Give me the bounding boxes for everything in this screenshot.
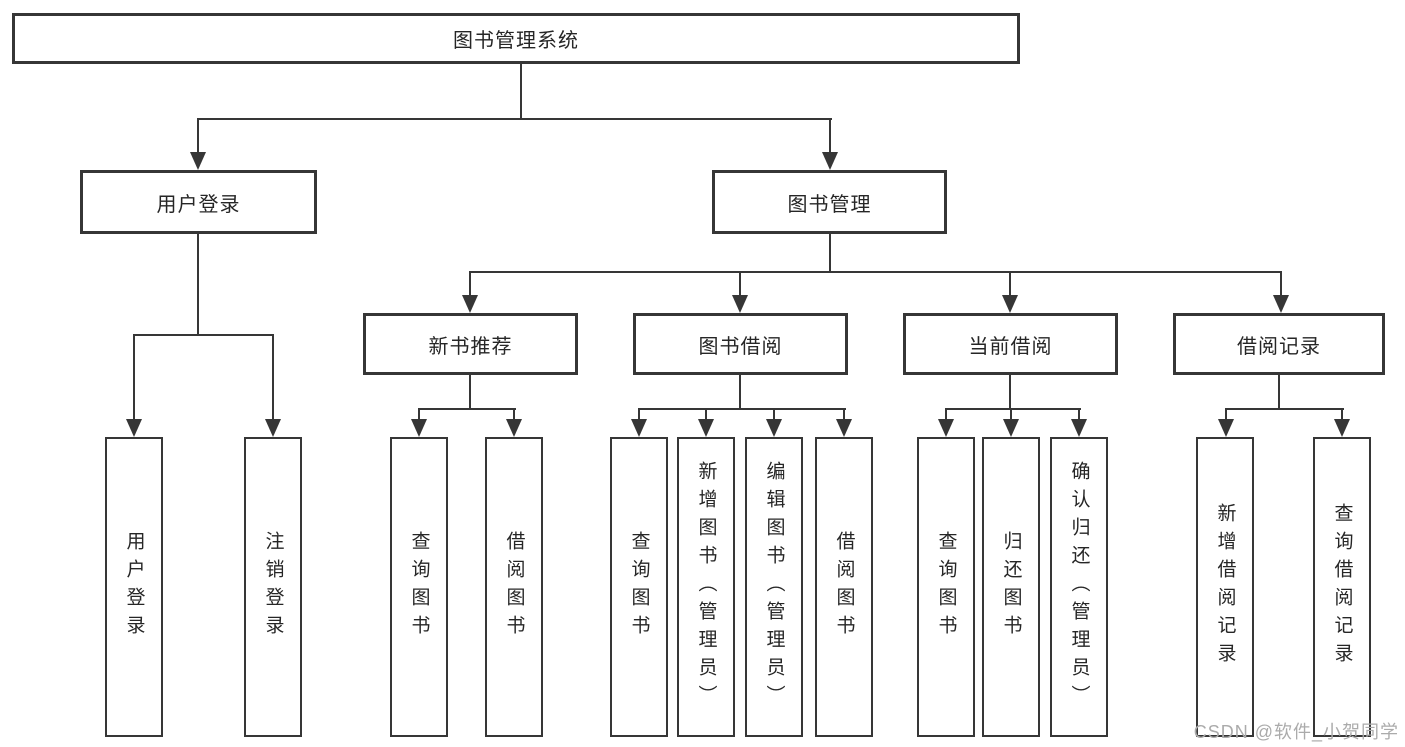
leaf-bb-add-books: 新增图书（管理员） xyxy=(677,437,735,737)
leaf-br-add-record-label: 新增借阅记录 xyxy=(1214,503,1236,671)
arrow-down-icon xyxy=(836,419,852,437)
connector-line xyxy=(418,410,420,421)
leaf-nb-borrow-books: 借阅图书 xyxy=(485,437,543,737)
leaf-logout: 注销登录 xyxy=(244,437,302,737)
arrow-down-icon xyxy=(462,295,478,313)
leaf-cb-return-books-label: 归还图书 xyxy=(1000,531,1022,643)
connector-line xyxy=(1078,410,1080,421)
arrow-down-icon xyxy=(265,419,281,437)
leaf-bb-query-books-label: 查询图书 xyxy=(628,531,650,643)
leaf-user-login: 用户登录 xyxy=(105,437,163,737)
arrow-down-icon xyxy=(506,419,522,437)
connector-line xyxy=(520,64,522,120)
connector-line xyxy=(418,408,516,410)
leaf-nb-query-books-label: 查询图书 xyxy=(408,531,430,643)
leaf-cb-confirm-return-label: 确认归还（管理员） xyxy=(1068,461,1090,713)
node-current-borrow-label: 当前借阅 xyxy=(968,335,1053,358)
connector-line xyxy=(739,273,741,297)
arrow-down-icon xyxy=(631,419,647,437)
node-borrow-records-label: 借阅记录 xyxy=(1237,335,1321,358)
connector-line xyxy=(133,334,274,336)
arrow-down-icon xyxy=(732,295,748,313)
leaf-cb-query-books-label: 查询图书 xyxy=(935,531,957,643)
leaf-cb-return-books: 归还图书 xyxy=(982,437,1040,737)
connector-line xyxy=(638,408,846,410)
leaf-bb-borrow-books: 借阅图书 xyxy=(815,437,873,737)
connector-line xyxy=(272,336,274,420)
node-book-management-label: 图书管理 xyxy=(787,193,872,216)
csdn-watermark: CSDN @软件_小贺同学 xyxy=(1193,722,1399,742)
leaf-br-query-record: 查询借阅记录 xyxy=(1313,437,1371,737)
connector-line xyxy=(829,120,831,154)
connector-line xyxy=(133,336,135,420)
node-root-label: 图书管理系统 xyxy=(453,30,579,52)
connector-line xyxy=(945,410,947,421)
leaf-bb-add-books-label: 新增图书（管理员） xyxy=(695,461,717,713)
connector-line xyxy=(638,410,640,421)
arrow-down-icon xyxy=(1071,419,1087,437)
connector-line xyxy=(1010,410,1012,421)
connector-line xyxy=(1225,410,1227,421)
connector-line xyxy=(469,271,1282,273)
node-new-book-recommend: 新书推荐 xyxy=(363,313,578,375)
arrow-down-icon xyxy=(822,152,838,170)
leaf-nb-query-books: 查询图书 xyxy=(390,437,448,737)
arrow-down-icon xyxy=(126,419,142,437)
leaf-br-add-record: 新增借阅记录 xyxy=(1196,437,1254,737)
connector-line xyxy=(829,234,831,273)
connector-line xyxy=(1225,408,1344,410)
node-user-login-label: 用户登录 xyxy=(156,193,241,216)
node-new-book-recommend-label: 新书推荐 xyxy=(428,335,513,358)
arrow-down-icon xyxy=(1218,419,1234,437)
node-book-borrow-label: 图书借阅 xyxy=(698,335,783,358)
connector-line xyxy=(513,410,515,421)
connector-line xyxy=(843,410,845,421)
arrow-down-icon xyxy=(190,152,206,170)
connector-line xyxy=(1280,273,1282,297)
leaf-nb-borrow-books-label: 借阅图书 xyxy=(503,531,525,643)
connector-line xyxy=(197,120,199,154)
leaf-cb-query-books: 查询图书 xyxy=(917,437,975,737)
connector-line xyxy=(945,408,1081,410)
connector-line xyxy=(197,118,832,120)
connector-line xyxy=(469,375,471,410)
node-current-borrow: 当前借阅 xyxy=(903,313,1118,375)
arrow-down-icon xyxy=(1273,295,1289,313)
arrow-down-icon xyxy=(1003,419,1019,437)
connector-line xyxy=(197,234,199,336)
connector-line xyxy=(1009,273,1011,297)
arrow-down-icon xyxy=(1334,419,1350,437)
node-book-management: 图书管理 xyxy=(712,170,947,234)
leaf-user-login-label: 用户登录 xyxy=(123,531,145,643)
leaf-bb-edit-books-label: 编辑图书（管理员） xyxy=(763,461,785,713)
node-book-borrow: 图书借阅 xyxy=(633,313,848,375)
leaf-bb-edit-books: 编辑图书（管理员） xyxy=(745,437,803,737)
connector-line xyxy=(773,410,775,421)
connector-line xyxy=(1009,375,1011,410)
connector-line xyxy=(469,273,471,297)
leaf-bb-borrow-books-label: 借阅图书 xyxy=(833,531,855,643)
connector-line xyxy=(739,375,741,410)
arrow-down-icon xyxy=(766,419,782,437)
node-user-login: 用户登录 xyxy=(80,170,317,234)
arrow-down-icon xyxy=(698,419,714,437)
arrow-down-icon xyxy=(938,419,954,437)
node-borrow-records: 借阅记录 xyxy=(1173,313,1385,375)
leaf-cb-confirm-return: 确认归还（管理员） xyxy=(1050,437,1108,737)
connector-line xyxy=(1278,375,1280,410)
arrow-down-icon xyxy=(411,419,427,437)
arrow-down-icon xyxy=(1002,295,1018,313)
leaf-bb-query-books: 查询图书 xyxy=(610,437,668,737)
connector-line xyxy=(705,410,707,421)
connector-line xyxy=(1341,410,1343,421)
leaf-logout-label: 注销登录 xyxy=(262,531,284,643)
node-root: 图书管理系统 xyxy=(12,13,1020,64)
leaf-br-query-record-label: 查询借阅记录 xyxy=(1331,503,1353,671)
